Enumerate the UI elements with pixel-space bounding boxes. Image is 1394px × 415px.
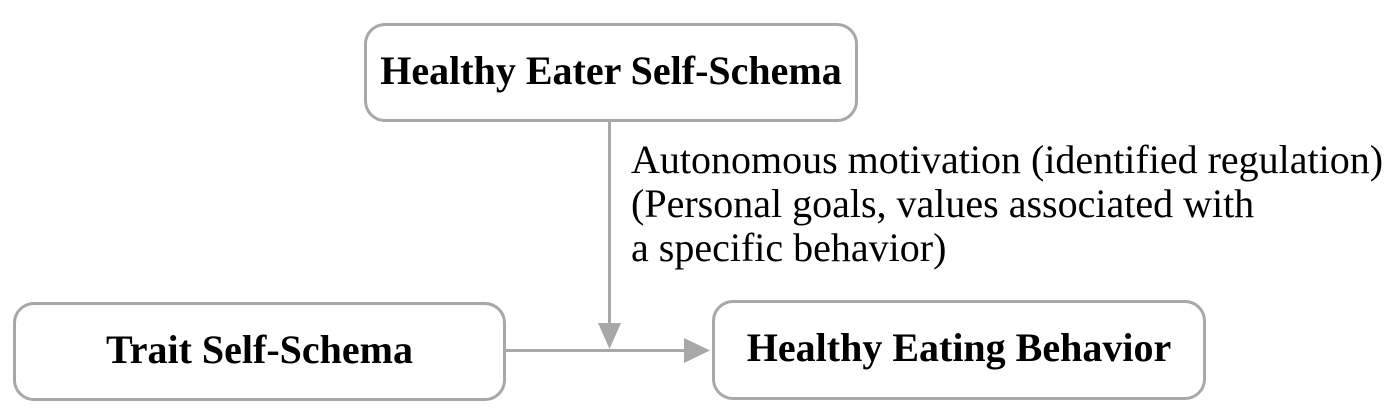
- edge-label-line: a specific behavior): [631, 225, 947, 270]
- node-label: Trait Self-Schema: [106, 326, 413, 372]
- edge-label-line: Autonomous motivation (identified regula…: [631, 137, 1384, 182]
- node-label: Healthy Eating Behavior: [746, 325, 1172, 370]
- edge-label-line: (Personal goals, values associated with: [631, 181, 1255, 226]
- moderation-arrowhead-icon: [598, 323, 621, 349]
- node-label: Healthy Eater Self-Schema: [380, 47, 842, 93]
- main-arrowhead-icon: [684, 338, 710, 363]
- node-trait-self-schema: Trait Self-Schema: [13, 302, 506, 401]
- node-healthy-eater-self-schema: Healthy Eater Self-Schema: [364, 23, 858, 122]
- node-healthy-eating-behavior: Healthy Eating Behavior: [712, 300, 1206, 400]
- edge-label-autonomous-motivation: Autonomous motivation (identified regula…: [631, 138, 1383, 270]
